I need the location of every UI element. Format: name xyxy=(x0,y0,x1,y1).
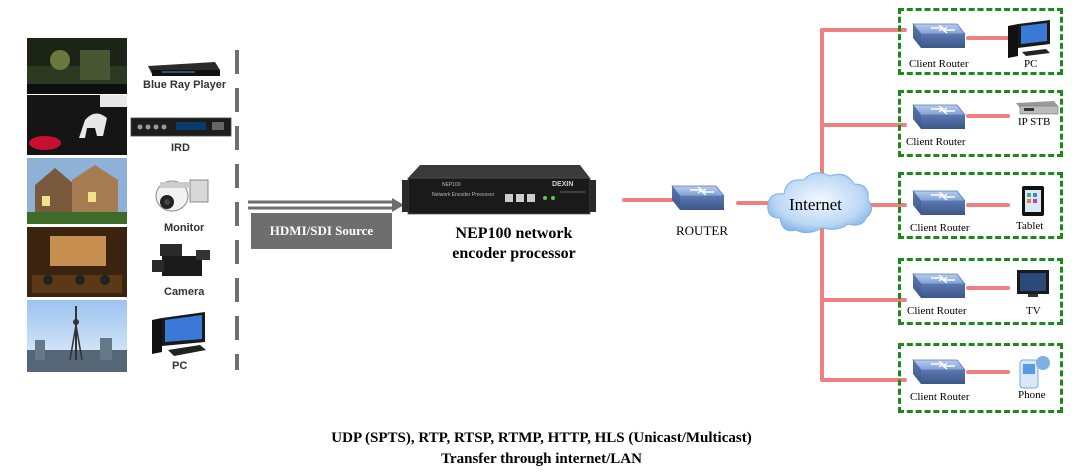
pc-icon xyxy=(152,312,206,356)
security-camera-icon xyxy=(155,179,209,212)
encoder-device-icon xyxy=(402,165,596,215)
ird-receiver-icon xyxy=(130,117,232,137)
client-box-phone xyxy=(898,343,1063,413)
client-router-label-1: Client Router xyxy=(909,58,969,70)
client-box-pc xyxy=(898,8,1063,75)
hdmi-sdi-source-box: HDMI/SDI Source xyxy=(251,213,392,249)
encoder-title-line1: NEP100 network xyxy=(455,225,573,242)
source-label-blu-ray: Blue Ray Player xyxy=(143,79,227,91)
source-label-monitor: Monitor xyxy=(164,222,205,234)
router-label: ROUTER xyxy=(676,223,728,238)
tablet-icon xyxy=(1022,186,1044,216)
source-label-ird: IRD xyxy=(171,142,190,154)
client-router-label-2: Client Router xyxy=(906,136,966,148)
source-label-camera: Camera xyxy=(164,286,205,298)
source-arrow xyxy=(248,198,404,212)
phone-icon xyxy=(1019,356,1050,389)
encoder-title-line2: encoder processor xyxy=(452,245,576,262)
client-router-label-3: Client Router xyxy=(910,222,970,234)
tv-icon xyxy=(1017,270,1049,297)
encoder-brand: DEXIN xyxy=(552,181,574,188)
router-icon xyxy=(671,185,725,211)
client-box-ip-stb xyxy=(898,90,1063,157)
source-label-pc: PC xyxy=(172,360,188,372)
protocols-text: UDP (SPTS), RTP, RTSP, RTMP, HTTP, HLS (… xyxy=(331,430,752,446)
internet-cloud-icon xyxy=(767,172,872,234)
client-router-label-4: Client Router xyxy=(907,305,967,317)
blu-ray-player-icon xyxy=(148,62,220,76)
encoder-panel-name: Network Encoder Processor xyxy=(432,192,495,198)
source-photo-strip xyxy=(27,38,127,372)
client-device-label-phone: Phone xyxy=(1018,389,1046,401)
client-device-label-tv: TV xyxy=(1026,305,1041,317)
transfer-text: Transfer through internet/LAN xyxy=(441,451,642,467)
client-router-label-5: Client Router xyxy=(910,391,970,403)
video-camera-icon xyxy=(152,244,210,276)
client-box-tv xyxy=(898,258,1063,325)
client-box-tablet xyxy=(898,172,1063,239)
encoder-panel-model: NEP100 xyxy=(442,182,461,188)
client-device-label-ip-stb: IP STB xyxy=(1018,116,1051,128)
set-top-box-icon xyxy=(1016,101,1059,115)
internet-label: Internet xyxy=(789,195,842,214)
encoder-title: NEP100 network encoder processor xyxy=(424,224,604,264)
client-device-label-pc: PC xyxy=(1024,58,1038,70)
client-device-label-tablet: Tablet xyxy=(1016,220,1044,232)
client-pc-icon xyxy=(1008,20,1050,58)
